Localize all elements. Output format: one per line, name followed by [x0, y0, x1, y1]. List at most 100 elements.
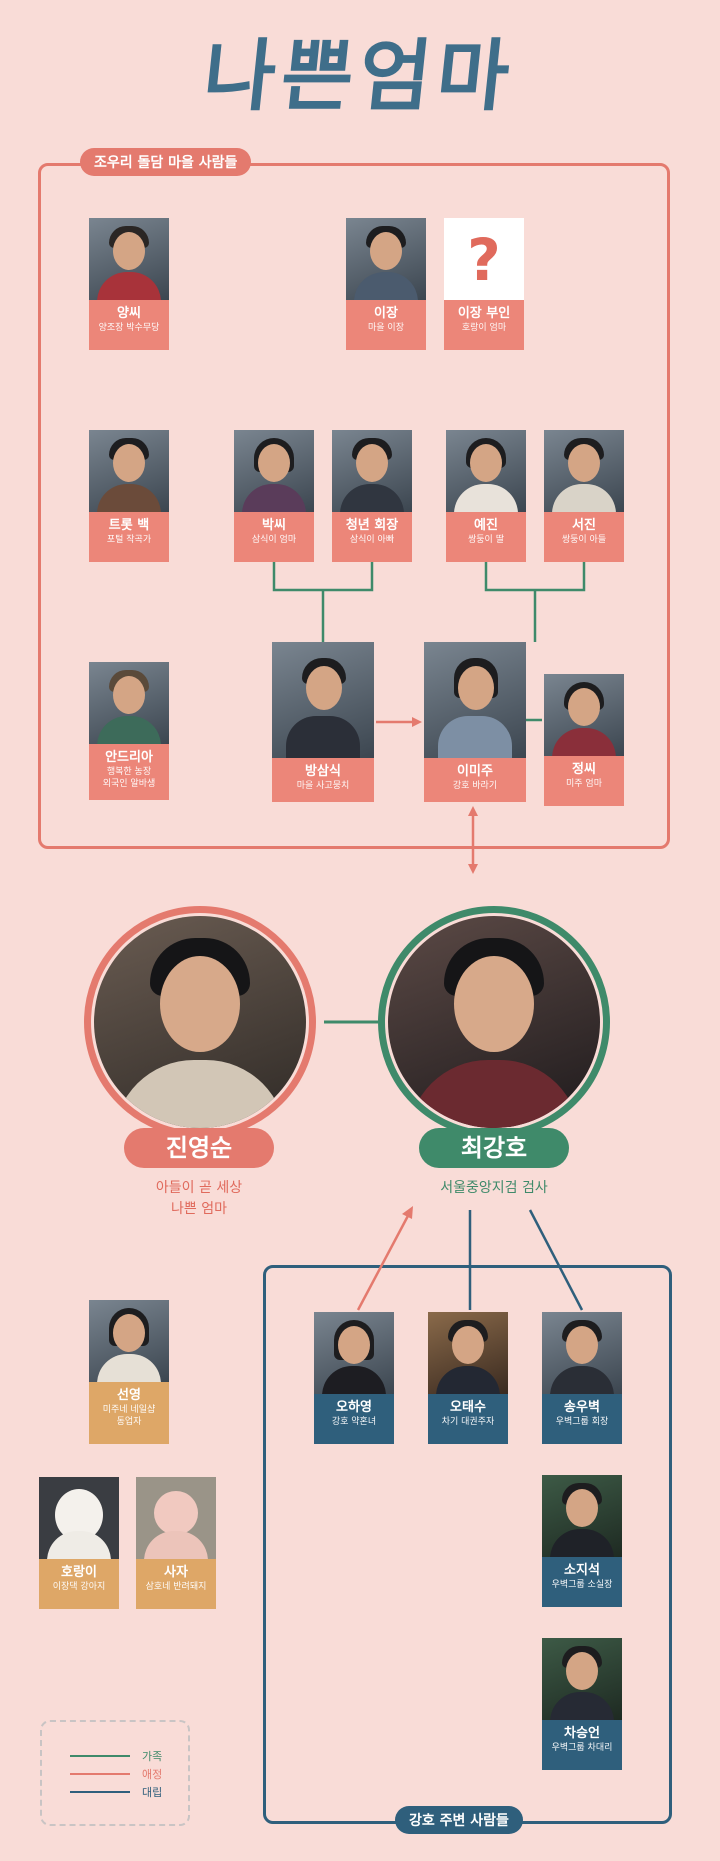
jinyoungsoon-desc-1: 아들이 곧 세상 [155, 1180, 243, 1196]
ohayoung-name: 오하영 [336, 1400, 372, 1415]
village-group-box [38, 163, 670, 849]
yang-name: 양씨 [117, 306, 141, 321]
chaseungeon-desc: 우벽그룹 차대리 [551, 1743, 613, 1753]
seojin-desc: 쌍둥이 아들 [561, 535, 607, 545]
horangi-photo [39, 1477, 119, 1559]
legend-item-conflict: 대립 [70, 1784, 180, 1800]
affection-arrow-up [468, 806, 478, 816]
conflict-line-songwoobyeok-kangho [528, 1209, 584, 1311]
sojiseok-photo [542, 1475, 622, 1557]
jinyoungsoon-desc: 아들이 곧 세상 나쁜 엄마 [99, 1178, 299, 1220]
youth-photo [332, 430, 412, 512]
sojiseok-name: 소지석 [564, 1563, 600, 1578]
yang-photo [89, 218, 169, 300]
yejin-photo [446, 430, 526, 512]
choikangho-name: 최강호 [419, 1128, 569, 1168]
trot-name: 트롯 백 [108, 518, 150, 533]
affection-arrow-ohayoung-kangho [402, 1206, 413, 1219]
legend-family-line [70, 1755, 130, 1757]
park-name: 박씨 [262, 518, 286, 533]
choikangho-desc: 서울중앙지검 검사 [440, 1180, 548, 1196]
sojiseok-desc: 우벽그룹 소실장 [551, 1580, 613, 1590]
village-group-label: 조우리 돌담 마을 사람들 [80, 148, 252, 176]
legend-conflict-label: 대립 [142, 1786, 163, 1799]
legend-family-label: 가족 [142, 1750, 163, 1763]
imiju-photo [424, 642, 526, 758]
jinyoungsoon-photo[interactable] [94, 916, 306, 1128]
saja-name: 사자 [164, 1565, 188, 1580]
ohayoung-photo [314, 1312, 394, 1394]
chaseungeon-name: 차승언 [564, 1726, 600, 1741]
songwoobyeok-photo [542, 1312, 622, 1394]
jeong-desc: 미주 엄마 [566, 779, 602, 789]
legend-affection-line [70, 1773, 130, 1775]
ijang-wife-name: 이장 부인 [457, 306, 511, 321]
songwoobyeok-desc: 우벽그룹 회장 [555, 1417, 609, 1427]
andrea-desc-1: 행복한 농장 [106, 767, 152, 777]
question-mark-icon: ? [467, 226, 501, 294]
trot-photo [89, 430, 169, 512]
affection-line-ohayoung-kangho [356, 1211, 412, 1311]
park-desc: 삼식이 엄마 [251, 535, 297, 545]
saja-desc: 삼호네 반려돼지 [145, 1582, 207, 1592]
songwoobyeok-name: 송우벽 [564, 1400, 600, 1415]
andrea-photo [89, 662, 169, 744]
youth-desc: 삼식이 아빠 [349, 535, 395, 545]
seonyoung-desc-2: 동업자 [116, 1417, 142, 1427]
kangho-group-label: 강호 주변 사람들 [395, 1806, 523, 1834]
yejin-name: 예진 [474, 518, 498, 533]
choikangho-photo[interactable] [388, 916, 600, 1128]
ijang-wife-desc: 호랑이 엄마 [461, 323, 507, 333]
yejin-desc: 쌍둥이 딸 [468, 535, 504, 545]
ohtaesu-name: 오태수 [450, 1400, 486, 1415]
chaseungeon-photo [542, 1638, 622, 1720]
saja-photo [136, 1477, 216, 1559]
bangsamsik-name: 방삼식 [305, 764, 341, 779]
yang-desc: 양조장 박수무당 [98, 323, 160, 333]
family-line-imiju-siblings [484, 560, 586, 642]
youth-name: 청년 회장 [345, 518, 399, 533]
ijang-desc: 마을 이장 [368, 323, 404, 333]
seonyoung-photo [89, 1300, 169, 1382]
horangi-desc: 이장댁 강아지 [52, 1582, 106, 1592]
trot-desc: 포털 작곡가 [106, 535, 152, 545]
ohtaesu-desc: 차기 대권주자 [441, 1417, 495, 1427]
